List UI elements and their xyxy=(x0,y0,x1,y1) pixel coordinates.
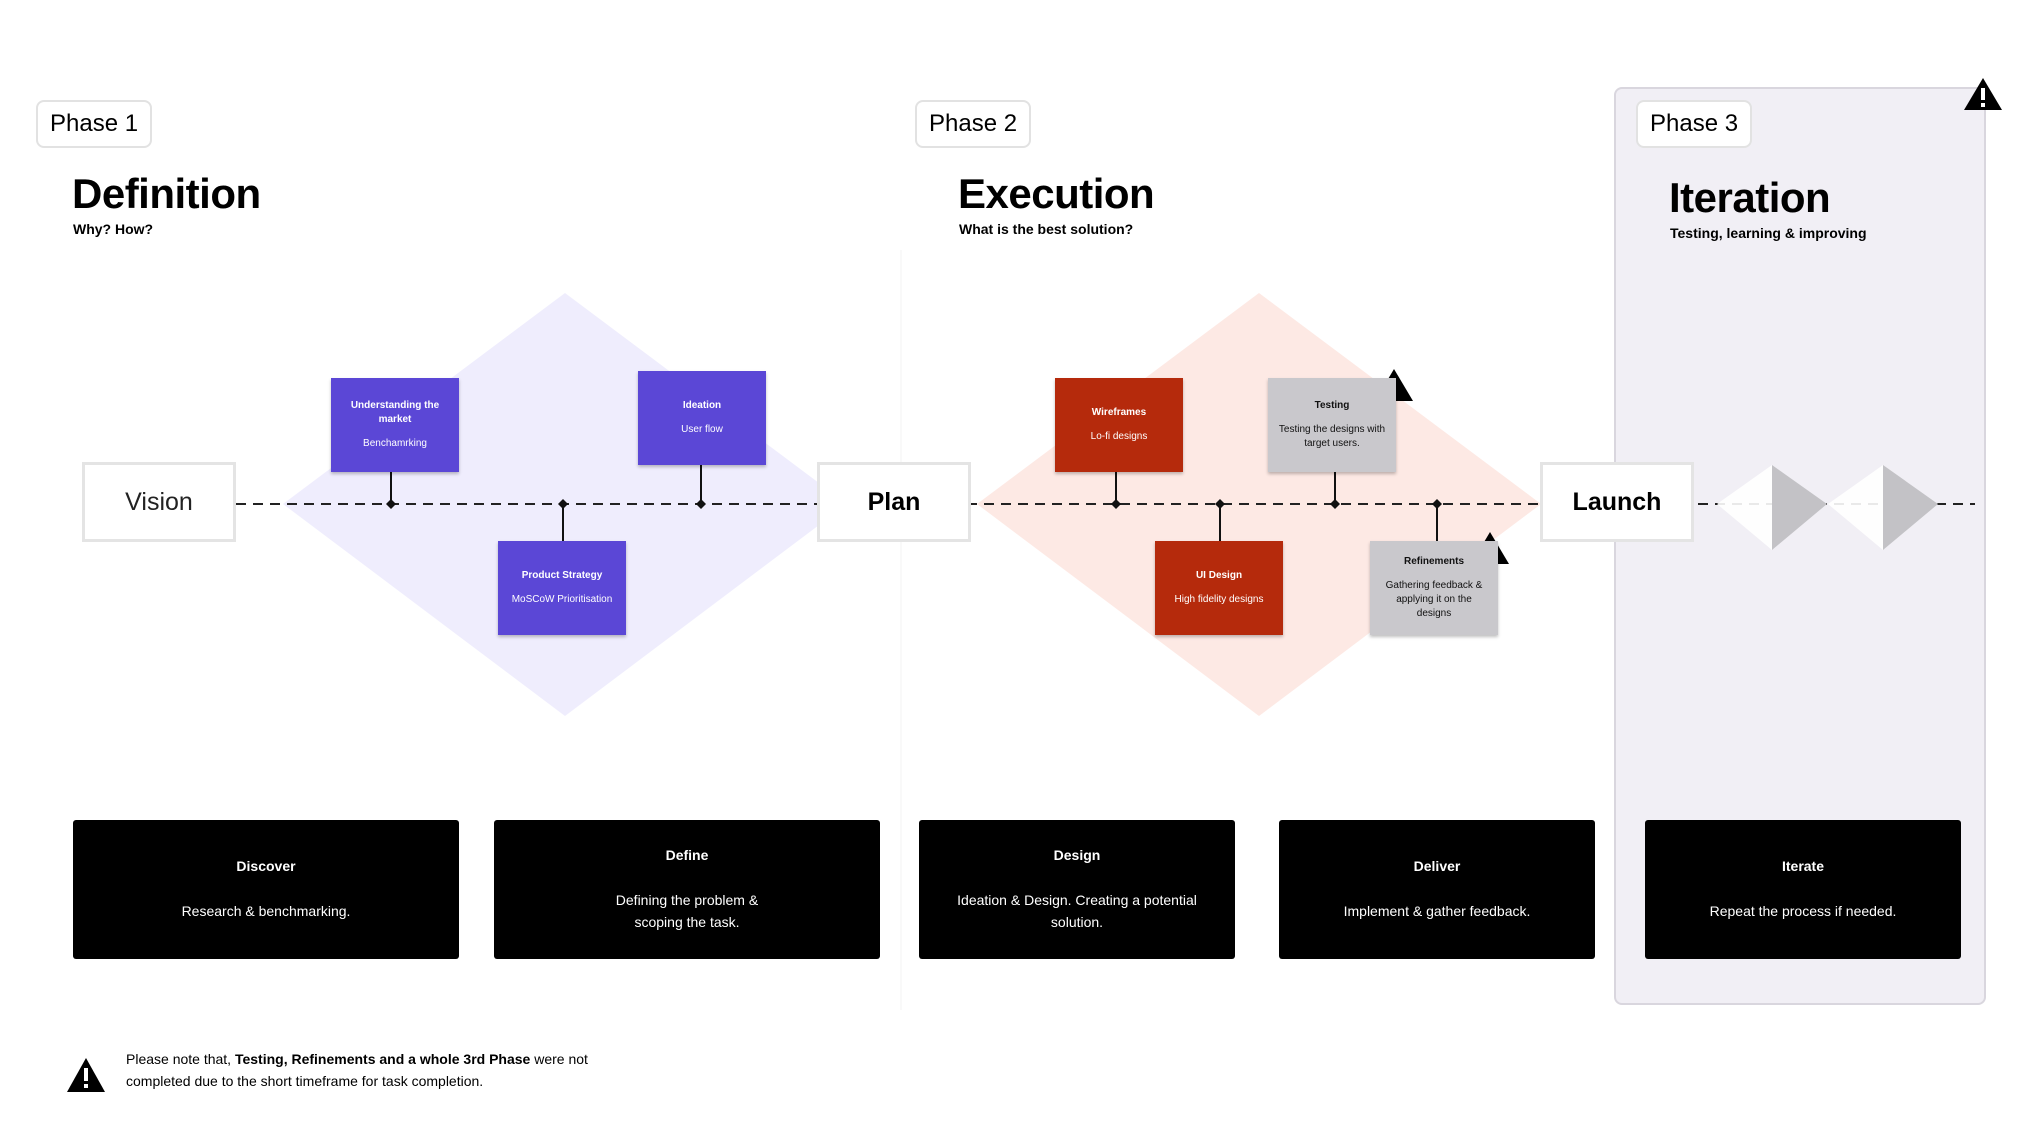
task-desc: Lo-fi designs xyxy=(1090,431,1148,442)
warning-icon-phase3 xyxy=(1964,78,2002,110)
stage-title: Define xyxy=(665,846,709,863)
task-testing: Testing Testing the designs with target … xyxy=(1268,378,1396,472)
milestone-plan: Plan xyxy=(817,462,971,542)
stage-deliver: Deliver Implement & gather feedback. xyxy=(1279,820,1595,959)
task-title: Understanding the market xyxy=(350,400,440,425)
task-title: Ideation xyxy=(682,400,722,411)
stage-title: Discover xyxy=(236,857,296,874)
phase3-tag: Phase 3 xyxy=(1636,100,1753,148)
stage-desc: Implement & gather feedback. xyxy=(1343,902,1531,919)
task-desc: MoSCoW Prioritisation xyxy=(511,594,613,605)
task-desc: Testing the designs with target users. xyxy=(1278,424,1386,449)
phase2-tag: Phase 2 xyxy=(915,100,1032,148)
task-title: Product Strategy xyxy=(521,570,603,581)
task-refinements: Refinements Gathering feedback & applyin… xyxy=(1370,541,1498,635)
timeline-nodes xyxy=(386,499,1442,509)
note-suffix: were not completed due to the short time… xyxy=(126,1051,588,1089)
warning-icon-note xyxy=(67,1058,105,1092)
stage-desc: Research & benchmarking. xyxy=(181,902,351,919)
stage-define: Define Defining the problem & scoping th… xyxy=(494,820,880,959)
task-title: Refinements xyxy=(1403,556,1464,567)
stage-desc: Ideation & Design. Creating a potential … xyxy=(957,891,1197,930)
phase2-subtitle: What is the best solution? xyxy=(959,221,1134,237)
task-wireframes: Wireframes Lo-fi designs xyxy=(1055,378,1183,472)
phase1-subtitle: Why? How? xyxy=(73,221,154,237)
task-title: Testing xyxy=(1314,400,1350,411)
task-product-strategy: Product Strategy MoSCoW Prioritisation xyxy=(498,541,626,635)
stage-desc: Defining the problem & scoping the task. xyxy=(615,891,759,930)
task-desc: High fidelity designs xyxy=(1174,594,1264,605)
phase3-subtitle: Testing, learning & improving xyxy=(1670,225,1867,241)
footnote: Please note that, Testing, Refinements a… xyxy=(126,1048,626,1092)
phase1-tag: Phase 1 xyxy=(36,100,153,148)
stage-design: Design Ideation & Design. Creating a pot… xyxy=(919,820,1235,959)
stage-title: Iterate xyxy=(1781,857,1825,874)
task-desc: Gathering feedback & applying it on the … xyxy=(1385,580,1483,619)
task-desc: User flow xyxy=(681,424,723,435)
task-desc: Benchamrking xyxy=(363,438,427,449)
task-ideation: Ideation User flow xyxy=(638,371,766,465)
note-bold: Testing, Refinements and a whole 3rd Pha… xyxy=(234,1051,531,1067)
phase2-title: Execution xyxy=(958,170,1155,217)
milestone-launch: Launch xyxy=(1540,462,1694,542)
stage-desc: Repeat the process if needed. xyxy=(1709,902,1897,919)
task-title: UI Design xyxy=(1195,570,1243,581)
stage-iterate: Iterate Repeat the process if needed. xyxy=(1645,820,1961,959)
task-title: Wireframes xyxy=(1091,407,1147,418)
task-ui-design: UI Design High fidelity designs xyxy=(1155,541,1283,635)
phase3-title: Iteration xyxy=(1669,174,1831,221)
iteration-arrows xyxy=(1717,465,1938,550)
phase1-title: Definition xyxy=(72,170,261,217)
stage-title: Deliver xyxy=(1413,857,1461,874)
stage-title: Design xyxy=(1053,846,1101,863)
milestone-vision: Vision xyxy=(82,462,236,542)
task-understanding-market: Understanding the market Benchamrking xyxy=(331,378,459,472)
note-prefix: Please note that, xyxy=(126,1051,235,1067)
connectors xyxy=(390,464,1438,541)
stage-discover: Discover Research & benchmarking. xyxy=(73,820,459,959)
